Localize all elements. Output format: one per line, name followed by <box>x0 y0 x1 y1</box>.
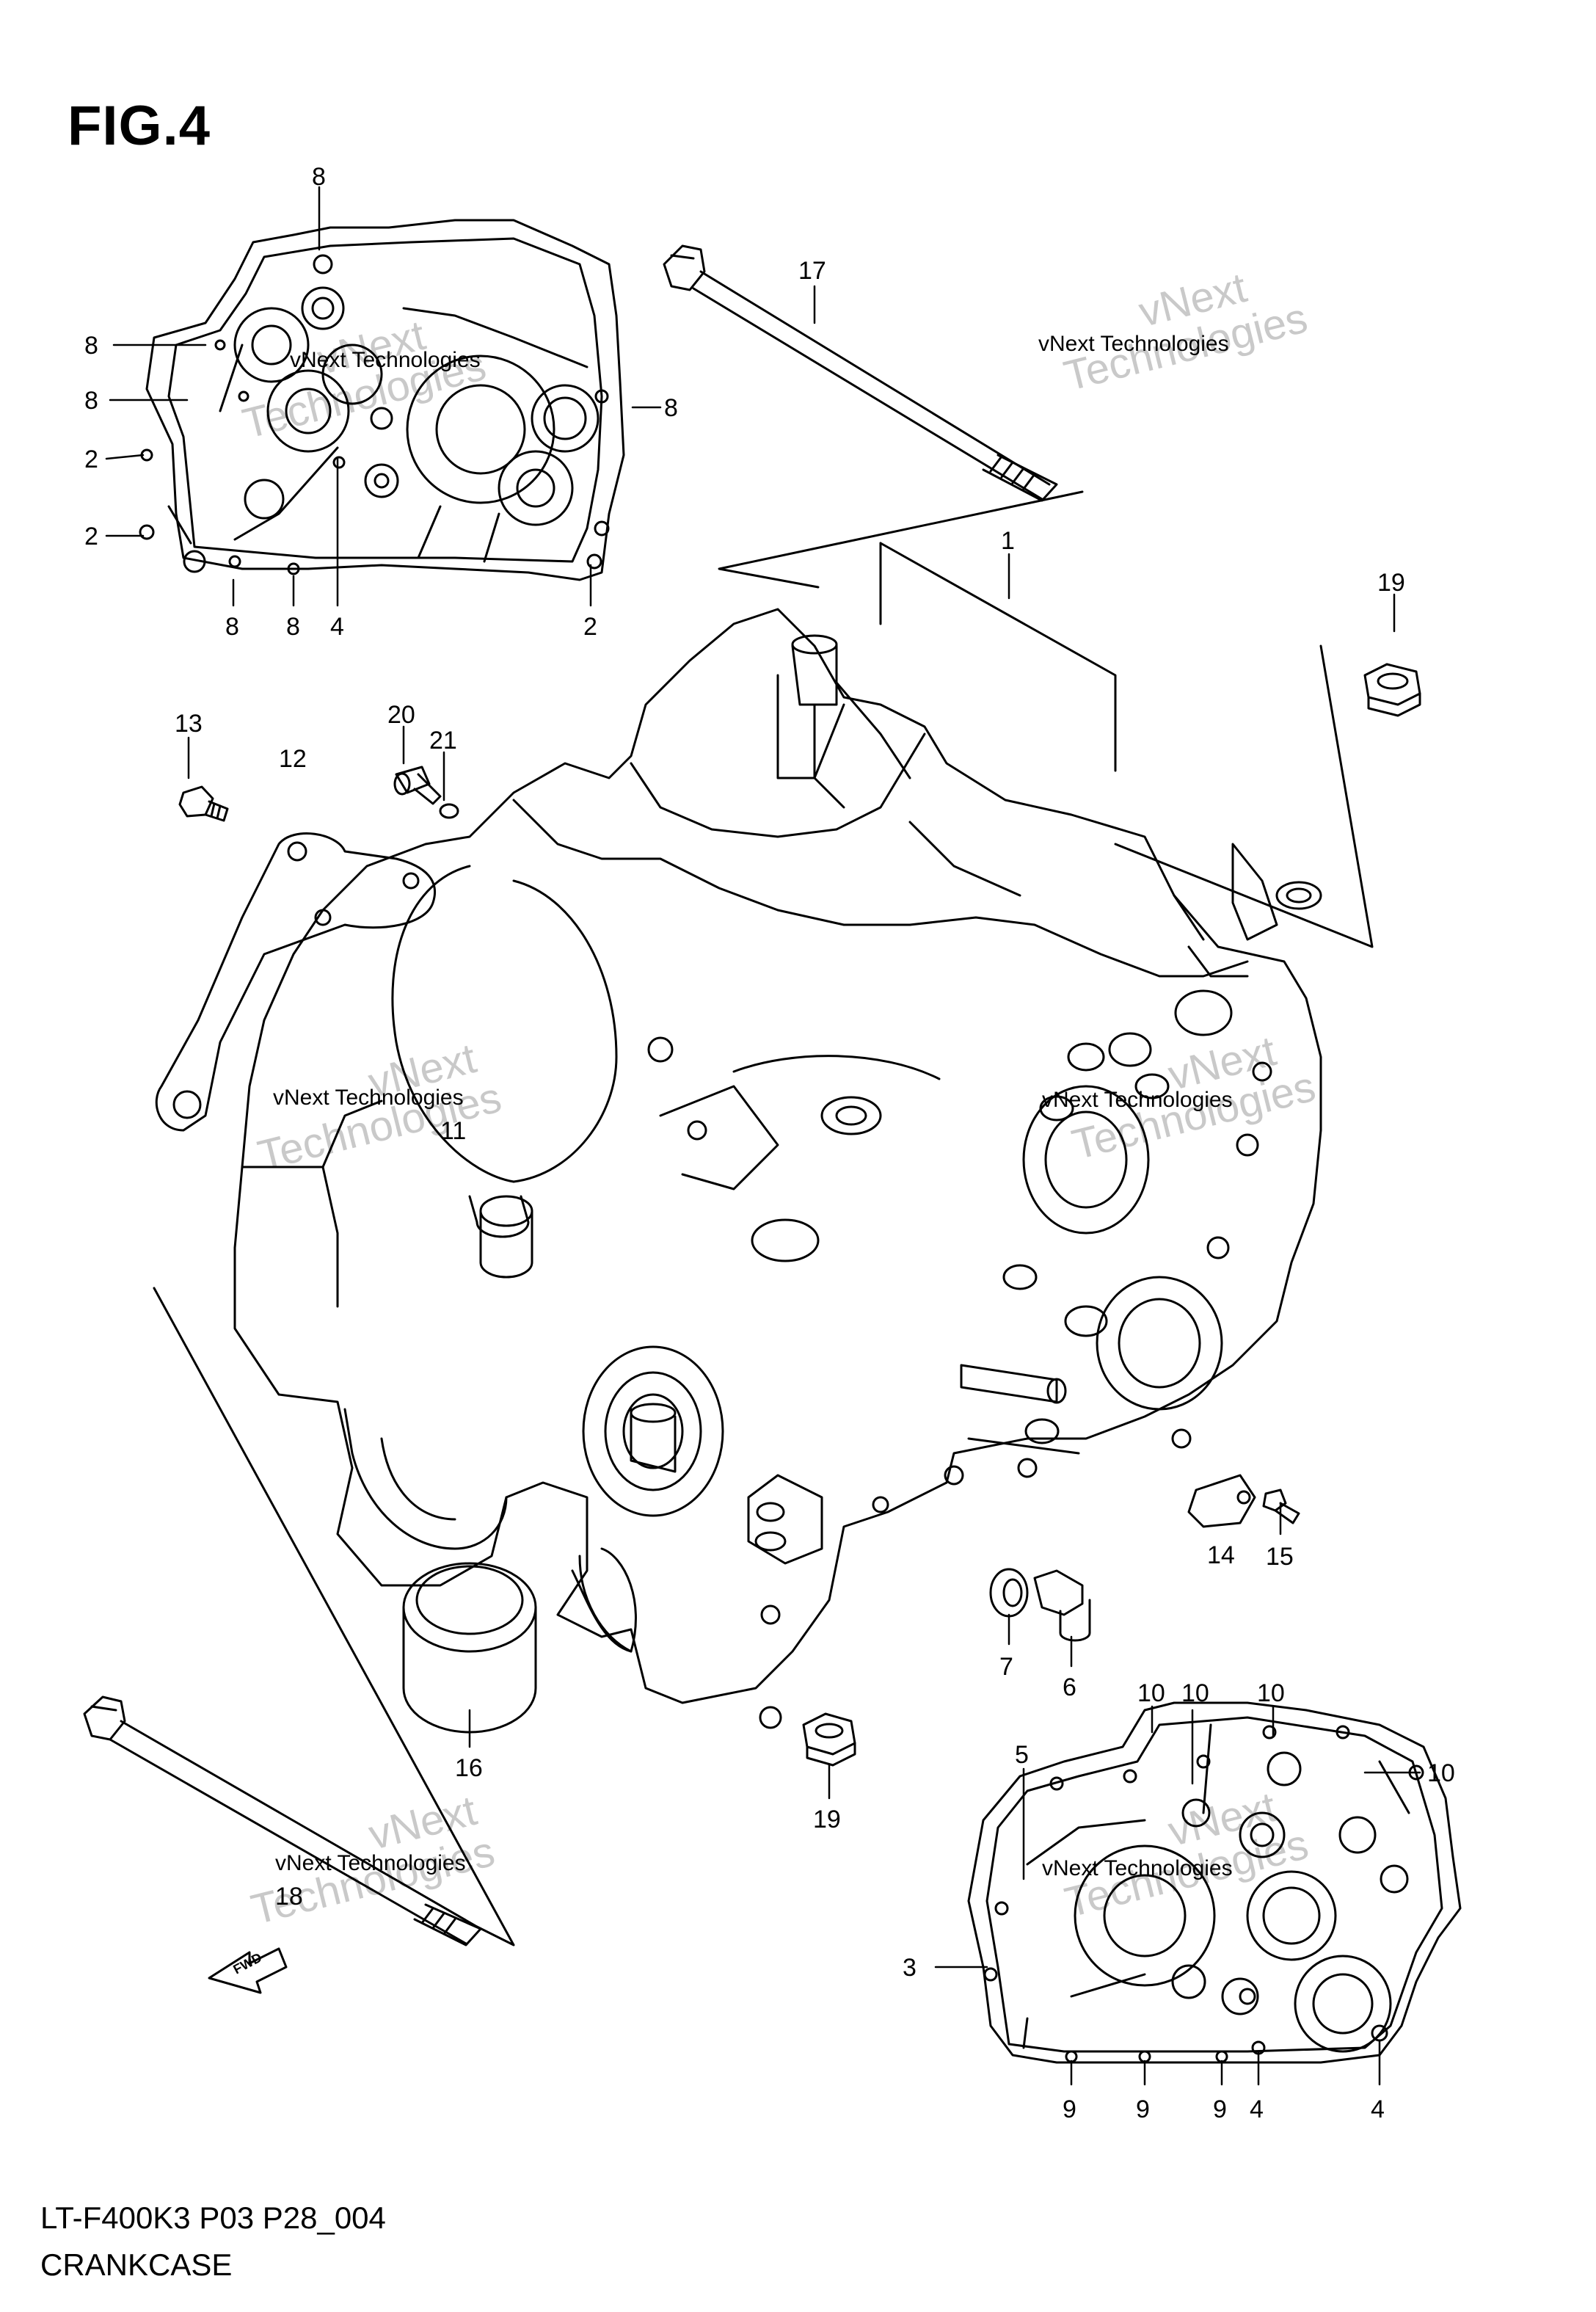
figure-title: FIG.4 <box>68 95 211 157</box>
callout-11: 11 <box>440 1117 466 1145</box>
gasket-12 <box>155 832 437 1132</box>
callout-12: 12 <box>279 745 307 773</box>
callout-19: 19 <box>813 1806 841 1833</box>
callout-4: 4 <box>330 613 344 641</box>
nut-19-top <box>1363 663 1421 717</box>
callout-5: 5 <box>1015 1741 1029 1769</box>
drain-plug-6 <box>1033 1569 1091 1642</box>
callout-18: 18 <box>275 1883 303 1911</box>
watermark-captions: vNext Technologies vNext Technologies vN… <box>273 332 1233 1880</box>
callout-14: 14 <box>1207 1541 1235 1569</box>
callout-8: 8 <box>84 332 98 360</box>
callout-1: 1 <box>1001 527 1015 555</box>
callout-7: 7 <box>999 1653 1013 1681</box>
watermark-caption: vNext Technologies <box>275 1851 466 1875</box>
callout-4: 4 <box>1250 2095 1264 2123</box>
callout-15: 15 <box>1266 1543 1294 1571</box>
crankcase-main-assembly <box>233 608 1322 1729</box>
watermark-caption: vNext Technologies <box>1038 332 1229 356</box>
callout-8: 8 <box>286 613 300 641</box>
dowel-11 <box>468 1195 530 1238</box>
callout-3: 3 <box>903 1954 917 1982</box>
callout-9: 9 <box>1213 2095 1227 2123</box>
callout-10: 10 <box>1181 1679 1209 1707</box>
callout-4: 4 <box>1371 2095 1385 2123</box>
callout-19: 19 <box>1377 569 1405 597</box>
diagram-name: CRANKCASE <box>40 2247 233 2282</box>
callout-8: 8 <box>664 394 678 422</box>
callout-17: 17 <box>798 257 826 285</box>
callout-10: 10 <box>1257 1679 1285 1707</box>
callout-8: 8 <box>84 387 98 415</box>
left-case-half-inset <box>139 219 625 581</box>
callout-20: 20 <box>387 701 415 729</box>
forward-direction-arrow: FWD <box>208 1947 288 1994</box>
o-ring-21 <box>439 803 459 819</box>
callout-2: 2 <box>84 523 98 550</box>
assembly-guide-lines <box>153 490 1374 1946</box>
watermark-caption: vNext Technologies <box>290 348 481 372</box>
callout-16: 16 <box>455 1754 483 1782</box>
cap-16 <box>402 1562 537 1734</box>
nut-19-bottom <box>802 1712 856 1767</box>
callout-21: 21 <box>429 727 457 755</box>
callout-9: 9 <box>1136 2095 1150 2123</box>
bolt-13 <box>178 785 229 822</box>
callout-2: 2 <box>583 613 597 641</box>
long-bolt-18 <box>83 1695 482 1946</box>
long-bolt-17 <box>663 244 1058 502</box>
washer-7 <box>989 1568 1029 1618</box>
leader-lines <box>105 186 1421 2086</box>
diagram-code: LT-F400K3 P03 P28_004 <box>40 2200 386 2235</box>
callout-labels: 8 8 8 8 8 8 2 2 2 4 17 1 19 13 20 21 12 … <box>84 163 1455 2123</box>
plate-14 <box>1187 1474 1256 1528</box>
callout-8: 8 <box>225 613 239 641</box>
sensor-20 <box>393 766 442 805</box>
callout-6: 6 <box>1063 1673 1076 1701</box>
callout-10: 10 <box>1427 1759 1455 1787</box>
callout-8: 8 <box>312 163 326 191</box>
callout-9: 9 <box>1063 2095 1076 2123</box>
callout-10: 10 <box>1137 1679 1165 1707</box>
callout-13: 13 <box>175 710 203 738</box>
callout-2: 2 <box>84 446 98 473</box>
